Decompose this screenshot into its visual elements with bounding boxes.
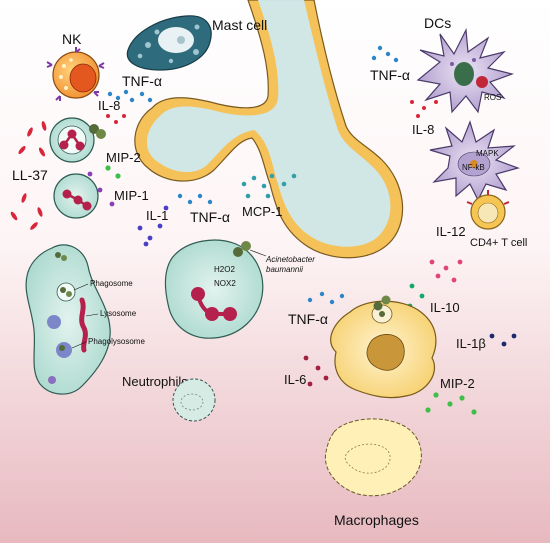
nox2-label: NOX2 (214, 279, 236, 288)
cytokine-tnf-dc: TNF-α (370, 67, 410, 83)
nk-label: NK (62, 31, 82, 47)
airway (134, 0, 404, 259)
cytokine-mip1: MIP-1 (114, 188, 149, 203)
bacterium-label-line2: baumannii (266, 265, 303, 274)
mip1-dots (87, 171, 115, 207)
neutrophil-nox2 (164, 239, 264, 339)
cytokine-mcp1: MCP-1 (242, 204, 282, 219)
neutrophils-label: Neutrophils (122, 374, 188, 389)
phagolysosome-pointer (71, 341, 87, 349)
il1b-dots (489, 333, 517, 347)
nk-cell (46, 47, 105, 101)
mapk-label: MAPK (476, 149, 499, 158)
mip2-dots (105, 165, 477, 415)
h2o2-label: H2O2 (214, 265, 235, 274)
cytokine-labels: TNF-α IL-8 MIP-2 MIP-1 IL-1 TNF-α MCP-1 … (98, 67, 486, 391)
dendritic-cell-top (416, 27, 515, 114)
mast-cell-label: Mast cell (212, 17, 267, 33)
cytokine-il1b: IL-1β (456, 336, 486, 351)
bacterium-pointer (249, 249, 267, 257)
cytokine-il8-dc: IL-8 (412, 122, 434, 137)
neutrophil-large (25, 244, 111, 395)
cytokine-il6: IL-6 (284, 372, 306, 387)
dcs-label: DCs (424, 15, 451, 31)
neutrophil-ghost (172, 378, 216, 422)
il8-dots (106, 100, 438, 124)
mast-cell (126, 15, 212, 71)
cytokine-tnf-mac: TNF-α (288, 311, 328, 327)
il1-dots (137, 205, 169, 247)
cytokine-tnf-center: TNF-α (190, 209, 230, 225)
cytokine-mip2-mac: MIP-2 (440, 376, 475, 391)
il6-dots (303, 355, 329, 387)
macrophage-active (330, 295, 437, 399)
bacterium-label-line1: Acinetobacter (265, 255, 315, 264)
neutrophil-small-bottom (53, 173, 99, 219)
cytokine-dots (87, 45, 517, 415)
cytokine-il10: IL-10 (430, 300, 460, 315)
cd4-t-cell (466, 190, 510, 230)
cytokine-il12: IL-12 (436, 224, 466, 239)
cytokine-mip2-left: MIP-2 (106, 150, 141, 165)
macrophages-label: Macrophages (334, 512, 419, 528)
lysosome-label: Lysosome (100, 309, 137, 318)
cd4-label: CD4+ T cell (470, 237, 527, 249)
cytokine-il1: IL-1 (146, 208, 168, 223)
ll37-label: LL-37 (12, 167, 48, 183)
ros-label: ROS (484, 93, 501, 102)
il12-dots (429, 259, 463, 283)
ll37-peptides (10, 121, 47, 230)
tnf-alpha-dots (107, 45, 399, 305)
cytokine-il8-left: IL-8 (98, 98, 120, 113)
macrophage-ghost (324, 418, 422, 497)
mcp1-dots (241, 173, 297, 199)
cytokine-tnf-mast: TNF-α (122, 73, 162, 89)
dendritic-cell-bottom (429, 120, 520, 202)
airway-lumen (146, 0, 391, 247)
phagosome-pointer (73, 283, 89, 291)
nfkb-label: NF-kB (462, 163, 485, 172)
phagosome-label: Phagosome (90, 279, 133, 288)
lysosome-pointer (85, 313, 99, 317)
phagolysosome-label: Phagolysosome (88, 337, 145, 346)
neutrophil-small-top (49, 117, 106, 163)
